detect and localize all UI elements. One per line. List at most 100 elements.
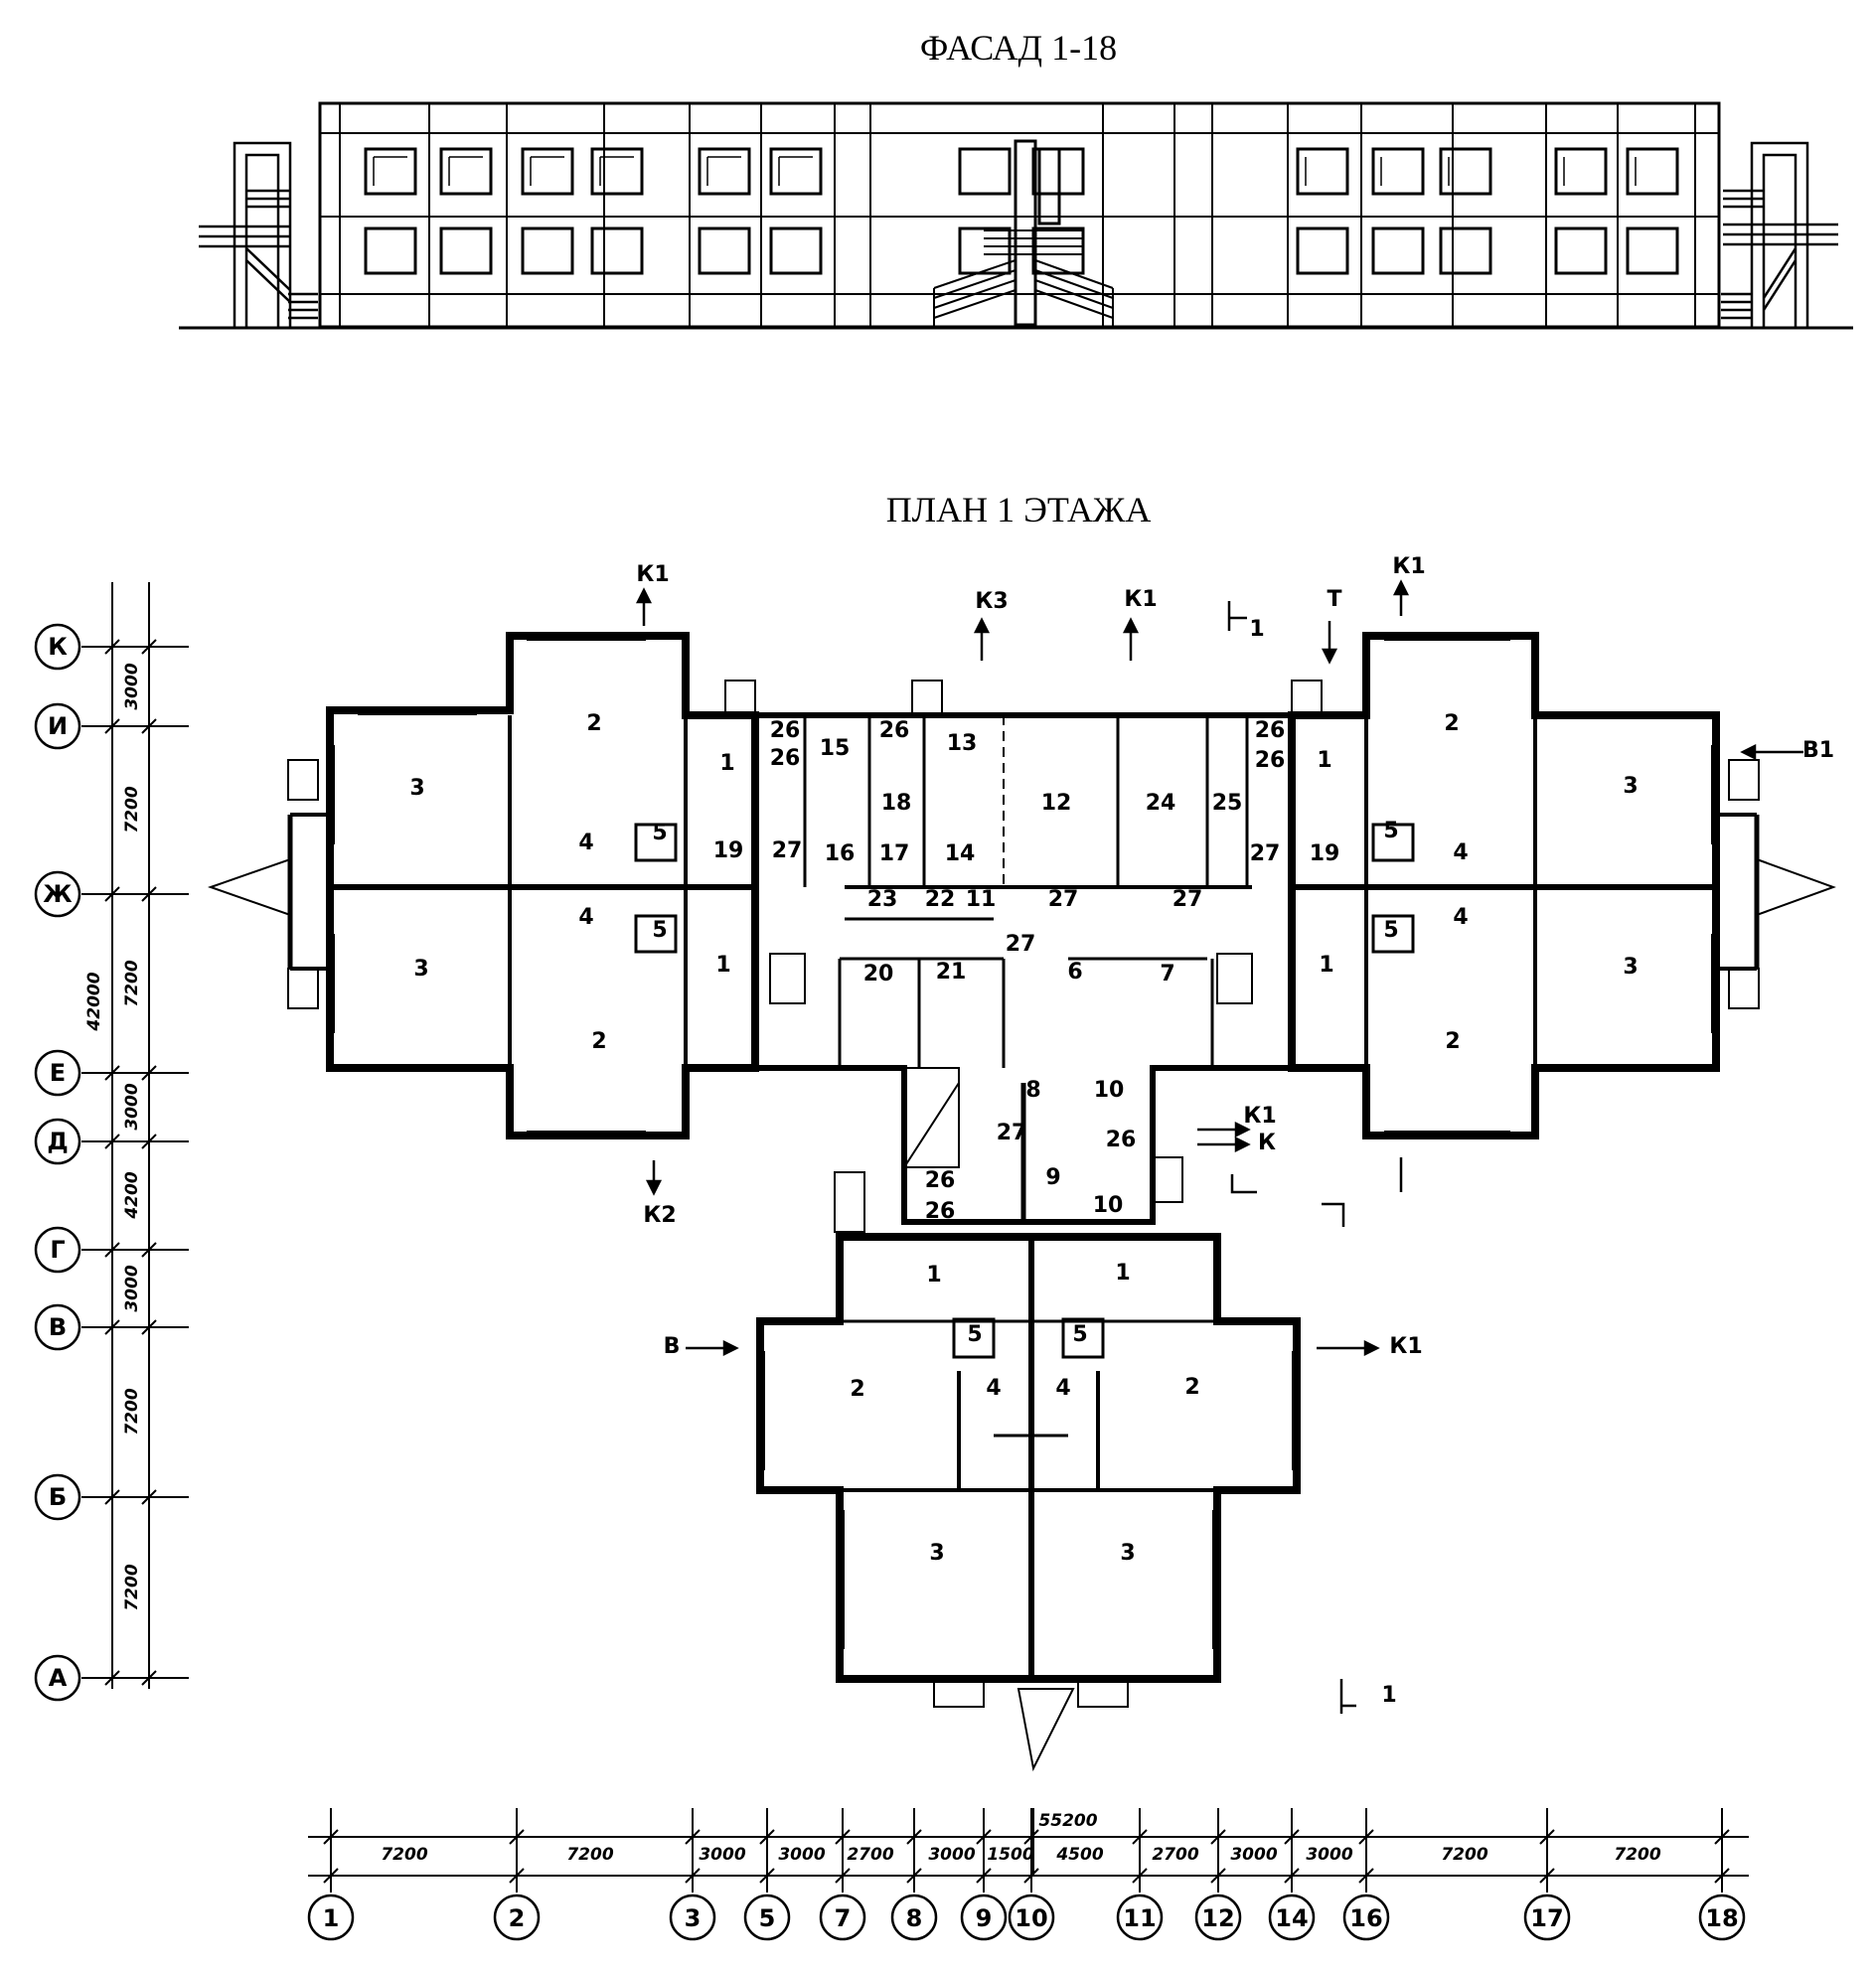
dimension-tick	[104, 639, 120, 655]
room-number: 5	[652, 918, 667, 943]
entrance-marker: 1	[1249, 617, 1264, 642]
dimension-label: 4200	[122, 1171, 142, 1219]
dimension-tick	[141, 1489, 157, 1505]
dimension-tick	[1132, 1868, 1148, 1884]
dimension-tick	[685, 1829, 701, 1845]
axis-label: А	[49, 1664, 68, 1692]
room-number: 2	[1184, 1375, 1199, 1400]
room-number: 3	[409, 776, 424, 801]
axis-label: 1	[323, 1904, 340, 1932]
overall-width-dimension: 55200	[1038, 1811, 1097, 1831]
axis-bubble	[1523, 1894, 1571, 1941]
dimension-tick	[759, 1868, 775, 1884]
axis-bubble	[34, 1473, 81, 1521]
room-number: 15	[820, 736, 851, 761]
dimension-tick	[141, 639, 157, 655]
dimension-tick	[1210, 1829, 1226, 1845]
dimension-tick	[1539, 1868, 1555, 1884]
room-number: 6	[1067, 960, 1082, 985]
dimension-tick	[976, 1868, 992, 1884]
axis-label: 12	[1201, 1904, 1234, 1932]
entrance-marker: К3	[975, 589, 1008, 614]
dimension-label: 3000	[778, 1845, 825, 1865]
room-number: 27	[1172, 887, 1203, 912]
dimension-tick	[509, 1829, 525, 1845]
axis-label: В	[49, 1313, 67, 1341]
facade-elevation	[179, 101, 1853, 330]
dimension-tick	[141, 1319, 157, 1335]
dimension-tick	[141, 886, 157, 902]
facade-title: ФАСАД 1-18	[920, 28, 1117, 68]
axis-bubble	[307, 1894, 355, 1941]
room-number: 8	[1025, 1078, 1040, 1103]
dimension-tick	[104, 1489, 120, 1505]
room-number: 3	[929, 1541, 944, 1566]
dimension-tick	[1358, 1868, 1374, 1884]
dimension-label: 7200	[122, 960, 142, 1006]
room-number: 2	[1445, 1029, 1460, 1054]
axis-bubble	[1116, 1894, 1164, 1941]
entrance-marker: 1	[1381, 1683, 1396, 1708]
room-number: 5	[1383, 819, 1398, 843]
room-number: 4	[578, 905, 593, 930]
dimension-label: 7200	[1614, 1845, 1660, 1865]
room-number: 26	[1106, 1128, 1137, 1152]
room-number: 26	[770, 718, 801, 743]
room-number: 27	[997, 1121, 1027, 1145]
room-number: 1	[1319, 953, 1333, 978]
axis-label: 18	[1705, 1904, 1738, 1932]
dimension-tick	[1023, 1829, 1039, 1845]
dimension-tick	[323, 1829, 339, 1845]
entrance-marker: К1	[1243, 1104, 1276, 1129]
dimension-tick	[104, 886, 120, 902]
dimension-label: 1500	[987, 1845, 1033, 1865]
dimension-tick	[1358, 1829, 1374, 1845]
dimension-label: 3000	[122, 1265, 142, 1311]
room-number: 2	[586, 711, 601, 736]
room-number: 7	[1160, 962, 1174, 986]
axis-bubble	[34, 702, 81, 750]
dimension-tick	[1023, 1868, 1039, 1884]
axis-label: 7	[835, 1904, 852, 1932]
dimension-tick	[835, 1829, 851, 1845]
dimension-tick	[1714, 1829, 1730, 1845]
room-number: 3	[413, 957, 428, 982]
dimension-label: 2700	[1152, 1845, 1198, 1865]
entrance-marker: В1	[1802, 738, 1834, 763]
axis-label: 3	[685, 1904, 702, 1932]
dimension-tick	[906, 1829, 922, 1845]
room-number: 1	[926, 1263, 941, 1288]
dimension-label: 7200	[122, 1388, 142, 1435]
room-number: 26	[1255, 748, 1286, 773]
room-number: 25	[1212, 791, 1243, 816]
entrance-marker: К1	[1392, 554, 1425, 579]
axis-label: Б	[49, 1483, 67, 1511]
room-number: 9	[1045, 1165, 1060, 1190]
entrance-marker: Т	[1327, 587, 1341, 612]
dimension-label: 3000	[122, 663, 142, 709]
axis-bubble	[819, 1894, 866, 1941]
room-number: 16	[825, 841, 856, 866]
room-number: 4	[986, 1376, 1001, 1401]
room-number: 19	[713, 838, 744, 863]
axis-bubble	[34, 870, 81, 918]
axis-label: К	[48, 633, 68, 661]
dimension-tick	[685, 1868, 701, 1884]
axis-label: И	[48, 712, 68, 740]
room-number: 5	[967, 1322, 982, 1347]
axis-bubble	[493, 1894, 541, 1941]
axis-label: 2	[509, 1904, 526, 1932]
axis-bubble	[34, 1654, 81, 1702]
axis-label: 11	[1123, 1904, 1156, 1932]
dimension-tick	[1284, 1868, 1300, 1884]
dimension-tick	[141, 1065, 157, 1081]
room-number: 18	[881, 791, 912, 816]
entrance-marker: К1	[636, 562, 669, 587]
axis-bubble	[1268, 1894, 1316, 1941]
axis-bubble	[960, 1894, 1008, 1941]
room-number: 27	[772, 838, 803, 863]
room-number: 13	[947, 731, 978, 756]
axis-bubble	[34, 1303, 81, 1351]
